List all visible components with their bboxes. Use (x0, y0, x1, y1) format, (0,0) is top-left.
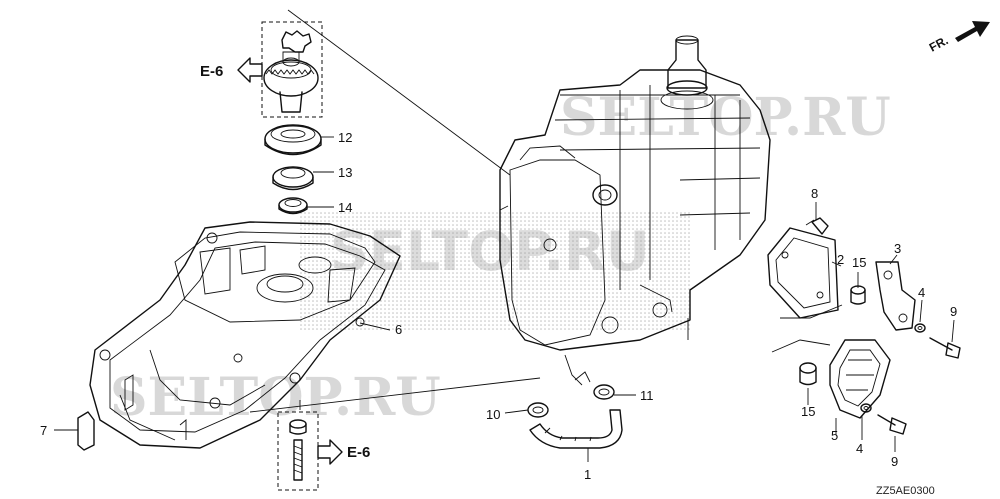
watermark-top: SELTOP.RU (560, 87, 891, 148)
callout-15-bottom: 15 (801, 404, 815, 419)
callout-5: 5 (831, 428, 838, 443)
bolt-8 (805, 217, 829, 235)
gear-assembly (261, 9, 511, 215)
assembly-line-right-2 (771, 339, 831, 353)
bolt-9-top (929, 337, 961, 359)
drawing-code: ZZ5AE0300 (876, 485, 935, 497)
bracket-3 (875, 261, 916, 331)
callout-12: 12 (338, 130, 352, 145)
stipple-watermark-block (300, 210, 690, 330)
hose-1 (529, 409, 623, 449)
watermark-layer: SELTOP.RU SELTOP.RU SELTOP.RU (110, 87, 891, 428)
callout-9-top: 9 (950, 304, 957, 319)
leader-lines (54, 136, 955, 462)
callout-7: 7 (40, 423, 47, 438)
callout-3: 3 (894, 241, 901, 256)
callout-11: 11 (640, 388, 654, 403)
callouts: 1 2 3 4 4 5 6 7 8 9 9 10 11 12 13 14 15 … (40, 130, 957, 482)
callout-15-top: 15 (852, 255, 866, 270)
stud-group-box (277, 411, 319, 491)
front-direction-arrow-icon (955, 21, 990, 42)
bolt-9-bottom (877, 414, 907, 435)
reference-bottom: E-6 (317, 439, 370, 465)
reference-arrow-left-icon (237, 57, 263, 83)
callout-13: 13 (338, 165, 352, 180)
washer-4-bottom (860, 403, 872, 413)
reference-arrow-right-icon (317, 439, 343, 465)
callout-6: 6 (395, 322, 402, 337)
washer-4-top (914, 323, 926, 333)
drive-gear (263, 59, 319, 97)
callout-4-bottom: 4 (856, 441, 863, 456)
callout-10: 10 (486, 407, 500, 422)
clip-11 (593, 384, 615, 400)
mount-5 (829, 339, 891, 419)
callout-14: 14 (338, 200, 352, 215)
collar-15-bottom (799, 362, 817, 386)
assembly-line-bottom-1 (249, 377, 541, 413)
oil-seal-13 (272, 166, 314, 188)
mount-case (89, 221, 401, 449)
seal-14 (278, 197, 308, 213)
reference-top: E-6 (200, 57, 263, 83)
engine-block (499, 35, 771, 386)
bracket-2 (767, 227, 839, 319)
callout-2: 2 (837, 252, 844, 267)
stud-bolt (277, 411, 319, 491)
watermark-middle: SELTOP.RU (330, 220, 650, 283)
callout-9-bottom: 9 (891, 454, 898, 469)
reference-label-top: E-6 (200, 63, 223, 80)
front-direction-indicator: FR. (927, 21, 990, 55)
callout-4-top: 4 (918, 285, 925, 300)
reference-label-bottom: E-6 (347, 444, 370, 461)
front-direction-label: FR. (927, 33, 951, 54)
collar-15-top (850, 285, 866, 305)
watermark-bottom: SELTOP.RU (110, 367, 441, 428)
spline-washer (281, 30, 312, 53)
callout-8: 8 (811, 186, 818, 201)
assembly-line-right-1 (780, 304, 843, 319)
clip-10 (527, 402, 549, 418)
callout-1: 1 (584, 467, 591, 482)
plate-7 (77, 411, 95, 451)
bearing-12 (264, 124, 322, 154)
